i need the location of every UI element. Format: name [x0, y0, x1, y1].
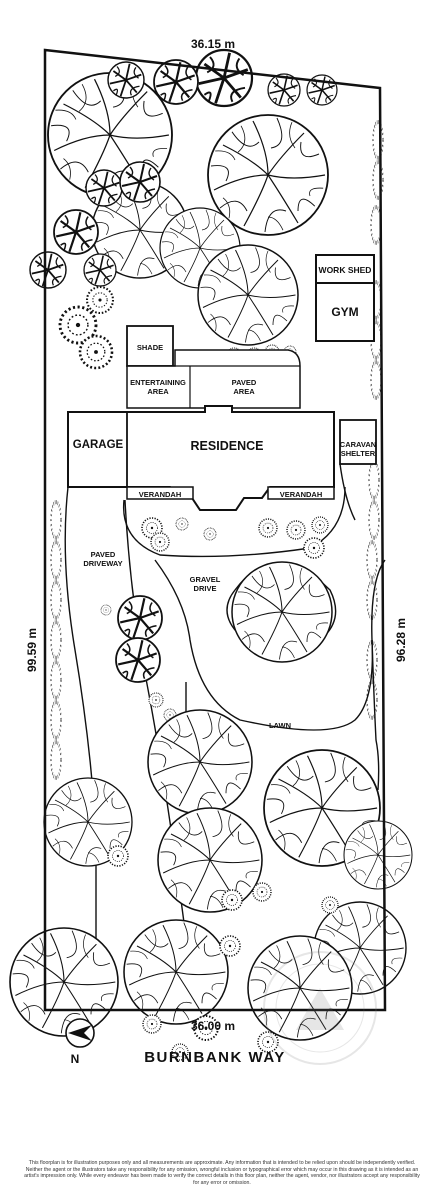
- gravel-label-line1: GRAVEL: [190, 575, 221, 584]
- dimension-bottom: 36.00 m: [191, 1019, 235, 1033]
- residence-label: RESIDENCE: [191, 439, 264, 453]
- gym: [315, 282, 375, 342]
- shade-label: SHADE: [137, 343, 163, 352]
- gym-label: GYM: [331, 305, 358, 319]
- buildings: [67, 254, 377, 511]
- caravan-label-line2: SHELTER: [341, 449, 376, 458]
- dimension-top: 36.15 m: [191, 37, 235, 51]
- lawn-label: LAWN: [269, 721, 291, 730]
- driveway-label-line2: DRIVEWAY: [83, 559, 122, 568]
- watermark-seal: [263, 951, 377, 1065]
- verandah-left: [126, 486, 194, 500]
- work-shed-label: WORK SHED: [319, 265, 372, 275]
- disclaimer-text: This floorplan is for illustration purpo…: [24, 1160, 420, 1186]
- dimension-right: 96.28 m: [394, 618, 408, 662]
- entertaining-label-line1: ENTERTAINING: [130, 378, 186, 387]
- property-boundary: [43, 48, 387, 1012]
- rear-garden-trees: [29, 48, 338, 346]
- paved-label-line2: AREA: [233, 387, 255, 396]
- area-labels: WORK SHED GYM SHADE ENTERTAINING AREA PA…: [73, 265, 376, 730]
- verandah-left-label: VERANDAH: [139, 490, 182, 499]
- entertaining-label-line2: AREA: [147, 387, 169, 396]
- middle-garden-trees: [101, 517, 333, 721]
- dimension-labels: 36.15 m 36.00 m 99.59 m 96.28 m: [25, 37, 408, 1033]
- dimension-left: 99.59 m: [25, 628, 39, 672]
- street-name: BURNBANK WAY: [144, 1049, 286, 1066]
- verandah-right-label: VERANDAH: [280, 490, 323, 499]
- north-label: N: [71, 1052, 80, 1066]
- north-arrow: N: [65, 1018, 95, 1066]
- paved-area-outline: [126, 349, 301, 409]
- driveway-label-line1: PAVED: [91, 550, 116, 559]
- paved-label-line1: PAVED: [232, 378, 257, 387]
- front-garden-trees: [9, 709, 413, 1060]
- caravan-shelter: [339, 419, 377, 465]
- verandah-right: [267, 486, 335, 500]
- gravel-label-line2: DRIVE: [194, 584, 217, 593]
- caravan-label-line1: CARAVAN: [340, 440, 376, 449]
- garage-label: GARAGE: [73, 439, 124, 451]
